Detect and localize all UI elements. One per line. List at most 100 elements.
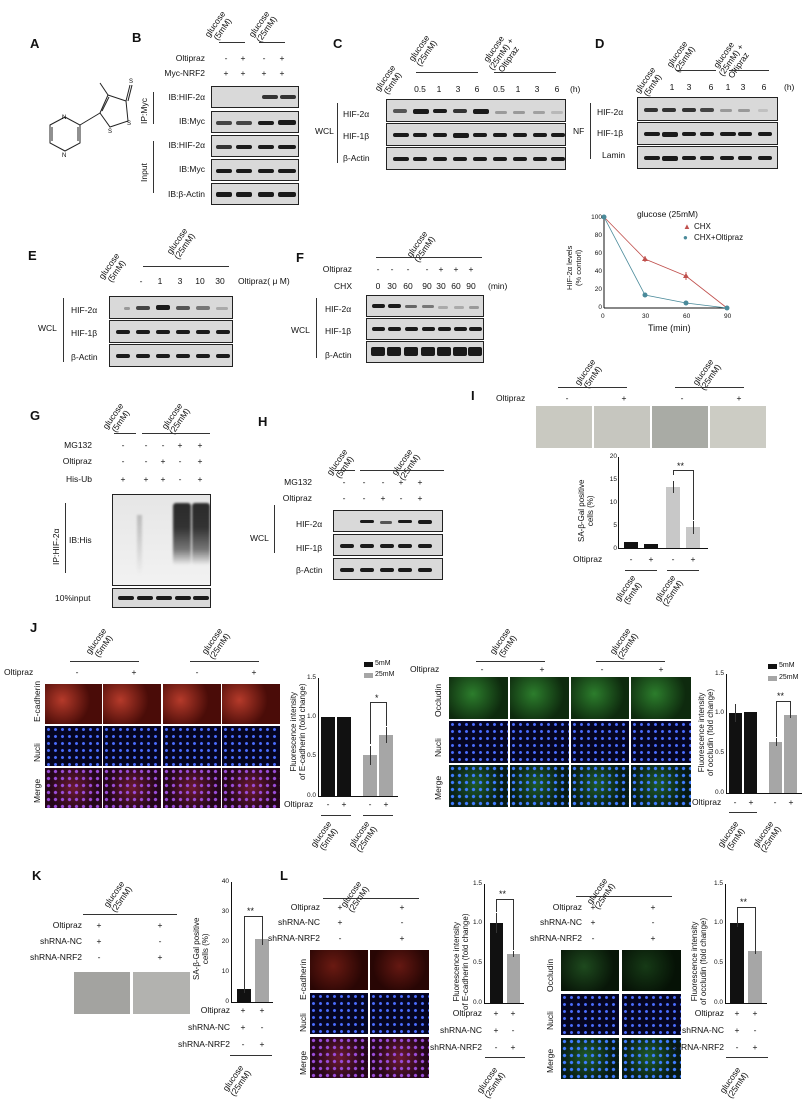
oltipraz-label: Oltipraz [573,554,603,564]
label-text: + [279,53,285,63]
label-text: ** [247,906,255,916]
label-text: shRNA-NC [39,936,82,946]
label-text: - [400,917,404,927]
label-text: 0 [598,304,602,311]
label-text: + [259,1039,265,1049]
label-text: 0.5 [306,752,316,759]
label-text: shRNA-NC [187,1022,230,1032]
label-text: 30 [642,313,650,320]
label-text: 5 [613,522,617,529]
group-label: glucose (25mM) [406,33,439,68]
blot-label: HIF-2α [597,107,624,117]
blot-label: HIF-2α [296,519,323,529]
label-text: CHX+Oltipraz [694,233,744,242]
label-text: 3 [455,84,461,94]
blot-h-actin [333,558,443,580]
label-text: + [96,920,102,930]
label-text: + [131,667,137,677]
blot-d-lamin [637,146,778,169]
label-text: 1.5 [306,674,316,681]
group-label: glucose (5mM) [83,626,115,660]
label-text: + [734,1025,740,1035]
svg-text:N: N [62,115,66,121]
label-text: + [438,264,444,274]
y-axis-label: Fluorescence intensity of occludin (fold… [697,688,715,776]
blot-label: β-Actin [325,350,352,360]
label-text: 1 [669,82,675,92]
label-text: 20 [594,286,602,293]
panel-label-d: D [595,36,605,51]
label-text: + [493,1025,499,1035]
label-text: - [399,493,403,503]
blot-h-hif2a [333,510,443,532]
blot-label: IB:Myc [179,116,205,126]
label-text: 1.0 [714,709,724,716]
blot-b-ip-hif2a [211,86,299,108]
label-text: + [752,1008,758,1018]
label-text: 0.5 [472,959,482,966]
sa-gal-image [74,972,130,1014]
label-text: Oltipraz [552,902,582,912]
blot-f-actin [366,341,484,363]
row-label: Merge [433,775,443,800]
panel-label-b: B [132,30,142,45]
label-text: + [417,493,423,503]
label-text: Oltipraz [692,797,722,807]
label-text: - [121,456,125,466]
label-text: + [157,952,163,962]
label-text: - [144,456,148,466]
label-text: Nucli [298,1013,308,1032]
row-label-oltipraz: Oltipraz [322,264,352,274]
label-text: + [383,799,389,809]
label-text: 0.5 [414,84,426,94]
panel-label-g: G [30,408,41,423]
group-label: glucose (25mM) [199,626,232,661]
side-label-wcl: WCL [315,126,334,136]
label-text: - [342,477,346,487]
time-unit: (h) [784,82,795,92]
label-text: + [590,902,596,912]
sa-gal-image [652,406,708,448]
blot-e-hif2a [109,296,233,319]
blot-b-input-hif2a [211,135,299,157]
label-text: - [565,393,569,403]
dose-unit: Oltipraz( μ M) [238,276,290,286]
group-label: glucose (5mM) [96,251,128,285]
label-text: + [177,440,183,450]
svg-text:S: S [108,129,112,135]
label-text: - [139,276,143,286]
label-text: - [262,53,266,63]
label-text: 0.0 [306,792,316,799]
label-text: 60 [683,313,691,320]
side-label-input: Input [139,163,149,182]
row-label-oltipraz: Oltipraz [62,456,92,466]
group-label: glucose (25mM) [607,626,640,661]
label-text: 10 [195,276,205,286]
label-text: + [590,917,596,927]
label-text: CHX [694,222,711,231]
blot-label: HIF-1β [71,328,98,338]
blot-label: IB:β-Actin [167,189,205,199]
blot-label: HIF-2α [325,304,352,314]
label-text: shRNA-NC [681,1025,724,1035]
blot-label: IB:Myc [179,164,205,174]
label-text: 3 [177,276,183,286]
side-label-ip-hif2a: IP:HIF-2α [51,528,61,565]
label-text: 15 [609,476,617,483]
blot-g-input [112,588,211,608]
row-label-chx: CHX [334,281,352,291]
label-text: - [735,1042,739,1052]
label-text: 0.5 [493,84,505,94]
label-text: + [539,664,545,674]
label-text: 10 [221,968,229,975]
label-text: 1.0 [713,919,723,926]
blot-label: IB:HIF-2α [168,92,205,102]
label-text: 25mM [375,671,395,678]
blot-c-actin [386,147,566,170]
label-text: + [337,902,343,912]
group-label: glucose (25mM) [164,226,197,261]
label-text: + [398,477,404,487]
blot-label: HIF-2α [71,305,98,315]
blot-b-input-actin [211,183,299,205]
label-text: + [157,920,163,930]
